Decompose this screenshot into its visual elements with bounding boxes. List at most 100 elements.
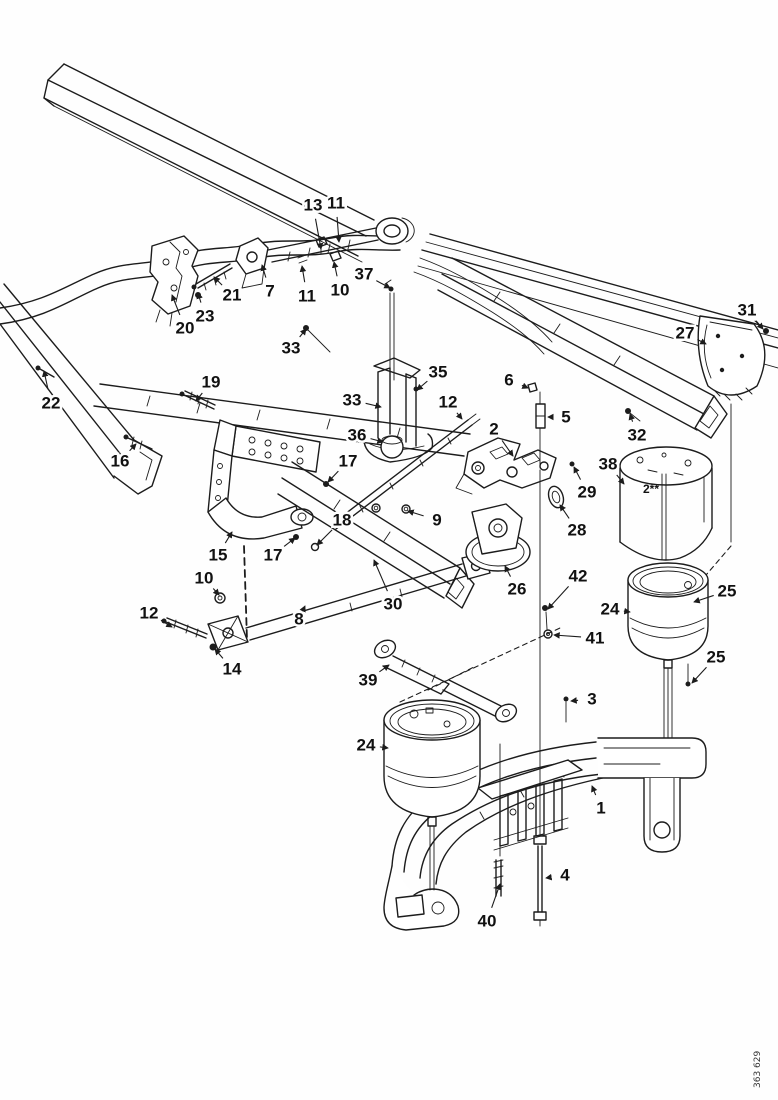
diagram-artwork <box>0 63 778 931</box>
axle-beam <box>383 737 707 931</box>
hanger-bracket-rear <box>207 419 321 540</box>
callout-label-36: 36 <box>348 426 367 445</box>
callout-leader-35 <box>416 380 428 391</box>
callout-label-10: 10 <box>195 569 214 588</box>
callout-leader-40 <box>491 883 502 908</box>
valve-link <box>535 391 546 469</box>
callout-leader-25 <box>691 666 707 684</box>
callout-label-26: 26 <box>508 580 527 599</box>
callout-leader-10 <box>331 261 339 277</box>
drawing-number: 363 629 <box>753 1051 763 1088</box>
callout-label-7: 7 <box>265 282 274 301</box>
callout-leader-16 <box>129 443 137 452</box>
callout-label-11: 11 <box>298 287 316 306</box>
drop-lines <box>499 469 541 857</box>
callout-leader-28 <box>559 504 570 519</box>
callout-label-14: 14 <box>223 660 242 679</box>
callout-leader-7 <box>260 264 267 278</box>
callout-label-17: 17 <box>339 452 358 471</box>
callout-leader-3 <box>570 697 579 704</box>
callout-leader-24 <box>379 743 389 751</box>
callout-leader-6 <box>521 382 529 389</box>
callout-leader-17 <box>283 537 296 547</box>
air-spring-left <box>383 699 481 891</box>
callout-leader-4 <box>545 873 553 881</box>
callout-leader-9 <box>407 509 424 517</box>
callout-leader-36 <box>370 437 384 444</box>
callout-leader-17 <box>327 470 339 483</box>
callout-label-22: 22 <box>42 394 61 413</box>
callout-label-28: 28 <box>568 521 587 540</box>
callout-label-23: 23 <box>196 307 215 326</box>
callout-label-32: 32 <box>628 426 647 445</box>
callout-leader-31 <box>755 320 764 330</box>
guard-bracket <box>697 315 766 543</box>
torque-rod-upper <box>235 217 415 289</box>
callout-leader-32 <box>628 413 635 422</box>
callout-label-5: 5 <box>561 408 570 427</box>
callout-label-8: 8 <box>294 610 303 629</box>
callout-leader-33 <box>299 328 307 338</box>
axle-fasteners <box>493 835 547 927</box>
callout-label-33: 33 <box>282 339 301 358</box>
callout-leader-25 <box>693 594 714 604</box>
callout-label-24: 24 <box>357 736 376 755</box>
callout-label-39: 39 <box>359 671 378 690</box>
callout-label-19: 19 <box>202 373 221 392</box>
air-spring-shield <box>619 446 713 561</box>
valve-link-rod <box>389 292 395 381</box>
callout-leader-24 <box>623 607 631 615</box>
callout-leader-11 <box>335 216 342 243</box>
callout-leader-33 <box>365 402 382 409</box>
callout-label-12: 12 <box>439 393 458 412</box>
callout-label-17: 17 <box>264 546 283 565</box>
callout-label-20: 20 <box>176 319 195 338</box>
callout-label-6: 6 <box>504 371 513 390</box>
callout-label-1: 1 <box>596 799 605 818</box>
callout-label-35: 35 <box>429 363 448 382</box>
hanger-bracket-front <box>149 235 199 327</box>
callout-label-25: 25 <box>718 582 737 601</box>
callout-label-42: 42 <box>569 567 588 586</box>
callout-leader-11 <box>299 265 307 283</box>
callout-leader-41 <box>553 632 582 639</box>
callout-leader-19 <box>195 392 203 402</box>
long-bolt-rod <box>331 413 481 530</box>
callout-leader-23 <box>196 292 203 303</box>
callout-leader-42 <box>547 585 569 610</box>
callout-leader-38 <box>616 474 625 485</box>
callout-leader-1 <box>591 785 598 796</box>
callout-label-38: 38 <box>599 455 618 474</box>
pad-36 <box>380 435 404 459</box>
callout-label-15: 15 <box>209 546 228 565</box>
callout-label-41: 41 <box>586 629 605 648</box>
callout-label-10: 10 <box>331 281 350 300</box>
callout-label-25: 25 <box>707 648 726 667</box>
callout-leader-22 <box>41 370 49 390</box>
callout-leader-10 <box>212 588 220 596</box>
callout-label-11: 11 <box>327 194 345 213</box>
callout-label-2: 2 <box>489 420 498 439</box>
callout-leader-15 <box>224 531 233 544</box>
air-hoses <box>0 234 553 355</box>
frame-rail-top <box>43 63 375 263</box>
small-fasteners <box>35 320 769 723</box>
callout-leader-30 <box>373 559 388 592</box>
callout-label-29: 29 <box>578 483 597 502</box>
callout-label-18: 18 <box>333 511 352 530</box>
callout-label-21: 21 <box>223 286 242 305</box>
cross-tube-lower <box>277 461 475 609</box>
special-mark: 2** <box>643 482 659 496</box>
flanged-bracket <box>465 503 531 572</box>
cross-tube-rear <box>437 257 728 439</box>
torque-rod-lower <box>207 552 491 651</box>
callout-leader-37 <box>376 280 391 289</box>
callout-leader-27 <box>697 338 707 345</box>
callout-leader-20 <box>171 294 181 316</box>
callout-leader-21 <box>213 276 223 286</box>
callout-leader-29 <box>573 466 582 480</box>
callout-label-9: 9 <box>432 511 441 530</box>
callout-leader-18 <box>316 529 333 546</box>
